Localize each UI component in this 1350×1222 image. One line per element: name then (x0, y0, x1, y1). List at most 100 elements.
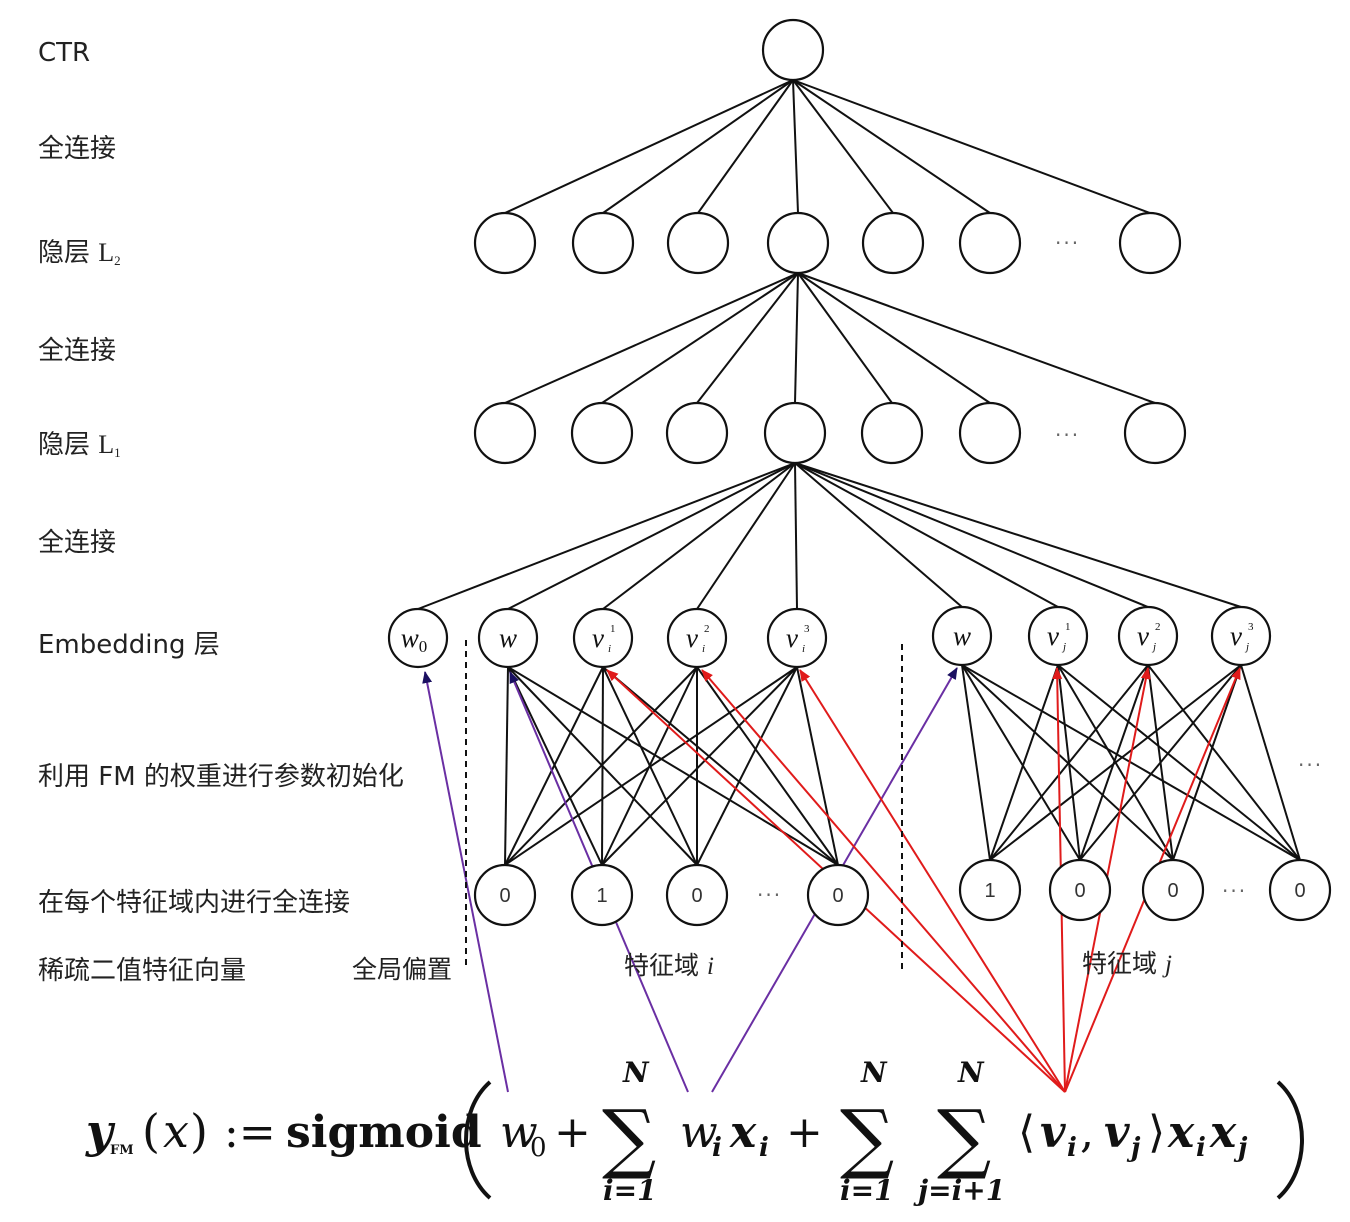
edge-ctr-h2-6 (792, 79, 1151, 214)
edge-field-i-1-0 (504, 666, 604, 866)
hidden-l2-node (861, 211, 925, 275)
connection-lines (417, 79, 1301, 866)
edge-h2-h1-6 (797, 272, 1156, 404)
formula-y: y (85, 1104, 116, 1158)
embedding-node-v-j-2-label: v (1137, 621, 1149, 651)
hidden2-ellipsis: ··· (1055, 231, 1080, 255)
embedding-node-v-i-1 (572, 607, 634, 669)
embedding-w-field-i-label: w (499, 623, 517, 653)
hidden-l2-node (1118, 211, 1182, 275)
hidden-l2-node (571, 211, 635, 275)
edge-h2-h1-5 (797, 272, 991, 404)
edge-ctr-h2-1 (602, 79, 794, 214)
label-field-fc: 在每个特征域内进行全连接 (38, 888, 351, 918)
field-i-ellipsis: ··· (757, 883, 782, 907)
hidden-l2-node (666, 211, 730, 275)
edge-field-i-1-1 (601, 666, 604, 866)
formula-sum-2: ∑ (840, 1093, 894, 1182)
embedding-w-field-j-label: w (953, 621, 971, 651)
hidden-l2-node (766, 211, 830, 275)
sparse-value-field-j: 0 (1074, 880, 1085, 902)
formula-sum-3-lower: j=i+1 (913, 1174, 1005, 1207)
label-fm-init: 利用 FM 的权重进行参数初始化 (38, 762, 404, 792)
hidden2-sub: 2 (114, 253, 121, 268)
hidden-l1-node (665, 401, 729, 465)
fm-formula: y FM ( x ) := sigmoid w 0 + N ∑ i=1 w i … (85, 1056, 1304, 1207)
embedding-node-v-j-1-sup: 1 (1065, 621, 1071, 633)
edge-h2-h1-2 (696, 272, 799, 404)
embedding-node-v-j-3-label: v (1230, 621, 1242, 651)
edge-h1-emb-5 (794, 462, 963, 608)
embedding-node-v-i-3-label: v (786, 623, 798, 653)
edge-h2-h1-4 (797, 272, 893, 404)
field-i-var: i (706, 953, 714, 980)
edge-h1-emb-4 (794, 462, 798, 610)
edge-field-j-3-3 (1240, 664, 1301, 861)
label-fc-top: 全连接 (38, 134, 117, 164)
hidden-l1-node (958, 401, 1022, 465)
edge-ctr-h2-3 (792, 79, 799, 214)
hidden-l1-node (860, 401, 924, 465)
edge-h2-h1-3 (794, 272, 799, 404)
edge-h1-emb-0 (417, 462, 796, 610)
edge-field-i-1-3 (602, 666, 839, 866)
hidden-l1-node (763, 401, 827, 465)
label-ctr: CTR (38, 38, 91, 68)
hidden1-prefix: 隐层 (38, 430, 99, 460)
sparse-value-field-j: 1 (984, 880, 995, 902)
embedding-node-v-j-3 (1210, 605, 1272, 667)
edge-ctr-h2-0 (504, 79, 794, 214)
edge-field-j-2-3 (1147, 664, 1301, 861)
edge-h1-emb-6 (794, 462, 1059, 608)
embedding-node-v-j-1-sub: j (1061, 641, 1066, 653)
formula-x-open: ( (142, 1104, 160, 1158)
embedding-node-v-i-3 (766, 607, 828, 669)
label-embedding-layer: Embedding 层 (38, 630, 220, 660)
embedding-node-w-field-j (931, 605, 993, 667)
edge-h2-h1-0 (504, 272, 799, 404)
edge-h1-emb-3 (696, 462, 796, 610)
formula-wi-sub: i (712, 1133, 722, 1163)
edge-field-j-0-3 (961, 664, 1301, 861)
arrow-v-1 (701, 669, 1066, 1093)
edge-ctr-h2-4 (792, 79, 894, 214)
formula-sum-2-lower: i=1 (840, 1174, 894, 1207)
formula-y-sub: FM (110, 1143, 134, 1158)
formula-w0-sub: 0 (530, 1133, 547, 1163)
label-sparse-vector: 稀疏二值特征向量 (38, 956, 247, 986)
label-fc-bottom: 全连接 (38, 528, 117, 558)
embedding-node-v-j-1 (1027, 605, 1089, 667)
embedding-node-v-j-2-sub: j (1151, 641, 1156, 653)
embedding-node-v-j-2-sup: 2 (1155, 621, 1161, 633)
sparse-value-field-i: 0 (691, 885, 702, 907)
edge-field-j-1-0 (989, 664, 1059, 861)
edge-h1-emb-8 (794, 462, 1242, 608)
formula-x: x (163, 1104, 189, 1158)
sparse-node-field-i (665, 863, 729, 927)
edge-field-j-0-2 (961, 664, 1174, 861)
arrow-v-2 (799, 669, 1066, 1093)
sparse-node-field-j (1268, 858, 1332, 922)
label-global-bias: 全局偏置 (352, 955, 453, 984)
formula-x-close: ) (190, 1104, 208, 1158)
formula-sum-3: ∑ (937, 1093, 991, 1182)
edge-ctr-h2-5 (792, 79, 991, 214)
edge-field-i-3-2 (696, 666, 798, 866)
formula-sum-1-lower: i=1 (603, 1174, 657, 1207)
label-hidden-layer-2: 隐层 L2 (38, 232, 121, 269)
formula-big-open-paren (464, 1080, 492, 1200)
formula-plus-2: + (786, 1107, 823, 1158)
hidden2-L: L (98, 238, 115, 267)
label-field-j: 特征域 j (1082, 944, 1172, 980)
hidden-l1-node (473, 401, 537, 465)
formula-xj: x (1209, 1107, 1237, 1158)
edge-field-i-3-0 (504, 666, 798, 866)
formula-xi-2: x (1167, 1107, 1195, 1158)
embedding-node-v-j-3-sub: j (1244, 641, 1249, 653)
field-j-prefix: 特征域 (1082, 949, 1165, 978)
field-j-var: j (1164, 951, 1172, 978)
sparse-node-field-j (1141, 858, 1205, 922)
formula-sum-2-upper: N (860, 1056, 888, 1089)
edge-field-i-2-3 (696, 666, 839, 866)
